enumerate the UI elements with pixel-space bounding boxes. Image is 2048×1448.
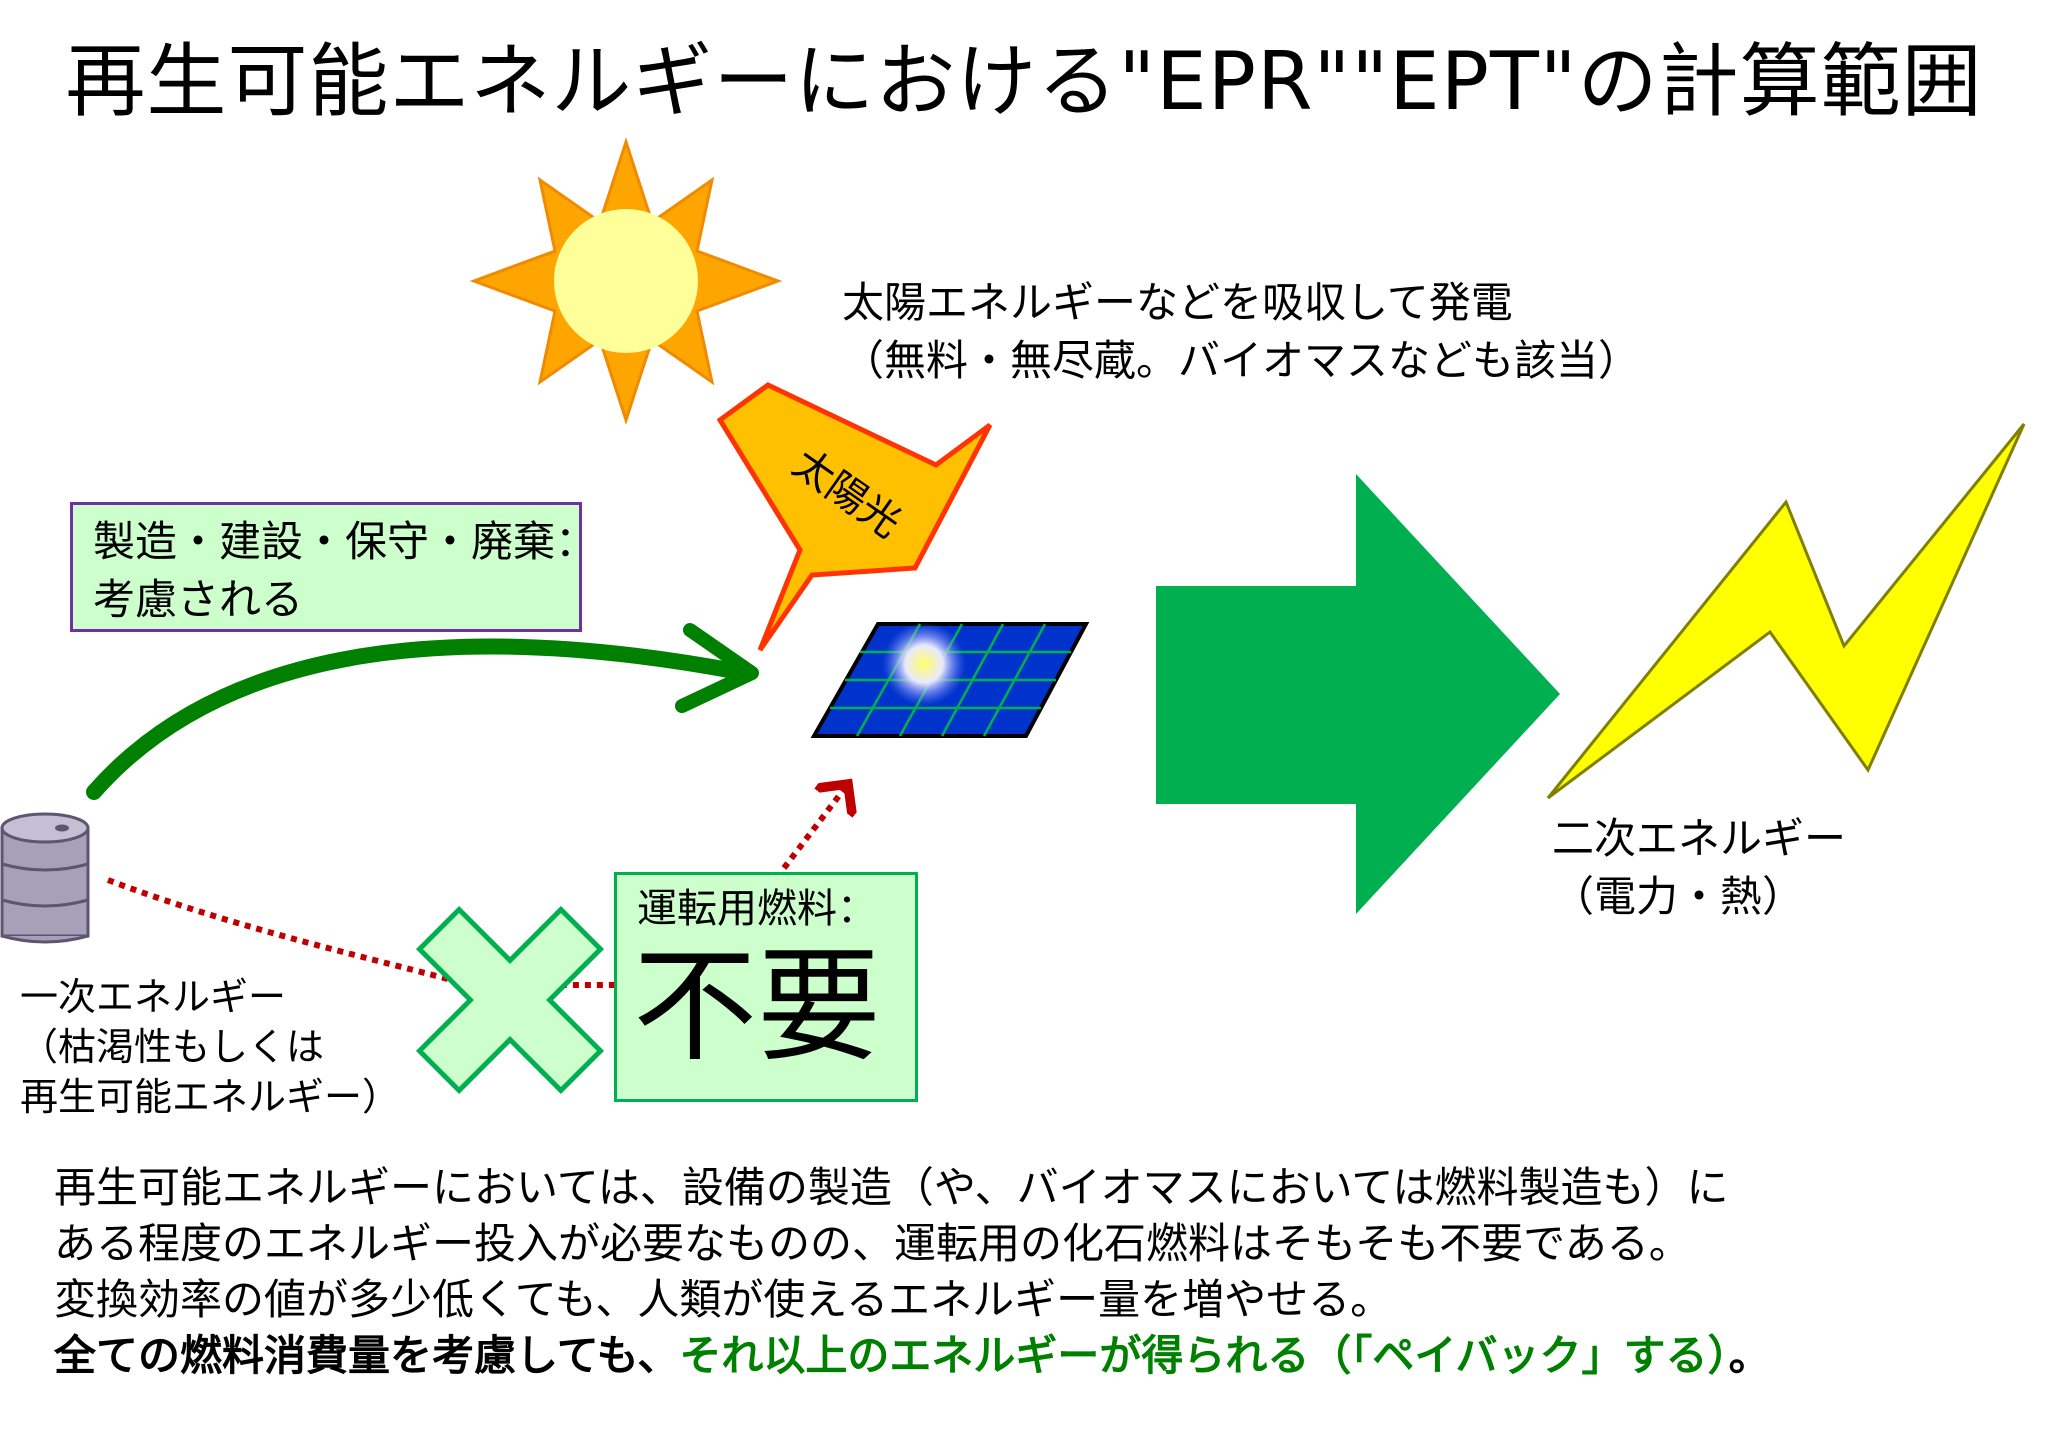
cross-icon: [415, 905, 605, 1095]
fuel-supply-line: [106, 877, 618, 988]
sunlight-callout: 太陽光: [716, 382, 993, 652]
fuel-box-value: 不要: [633, 935, 882, 1079]
primary-energy-line2: （枯渇性もしくは: [20, 1025, 325, 1069]
solar-panel-icon: [810, 622, 1090, 738]
sun-icon: [469, 137, 783, 425]
explanation-line2: ある程度のエネルギー投入が必要なものの、運転用の化石燃料はそもそも不要である。: [54, 1219, 1691, 1268]
manufacturing-box-line1: 製造・建設・保守・廃棄：: [93, 517, 598, 566]
explanation-line4-highlight: それ以上のエネルギーが得られる（「ペイバック」する）: [679, 1331, 1729, 1380]
fuel-box-label: 運転用燃料：: [637, 886, 877, 932]
solar-caption-line2: （無料・無尽蔵。バイオマスなども該当）: [842, 336, 1641, 385]
explanation-line4-end: 。: [1728, 1331, 1771, 1380]
fuel-box: 運転用燃料： 不要: [614, 872, 918, 1102]
manufacturing-input-arrow: [86, 623, 759, 800]
manufacturing-box-line2: 考慮される: [93, 575, 304, 624]
explanation-line1: 再生可能エネルギーにおいては、設備の製造（や、バイオマスにおいては燃料製造も）に: [54, 1163, 1729, 1212]
page-title: 再生可能エネルギーにおける"EPR""EPT"の計算範囲: [65, 35, 1983, 128]
manufacturing-box: 製造・建設・保守・廃棄： 考慮される: [70, 502, 598, 632]
explanation-line4: 全ての燃料消費量を考慮しても、それ以上のエネルギーが得られる（「ペイバック」する…: [54, 1328, 2014, 1384]
solar-caption-line1: 太陽エネルギーなどを吸収して発電: [842, 278, 1513, 327]
primary-energy-label: 一次エネルギー （枯渇性もしくは 再生可能エネルギー）: [20, 972, 400, 1122]
secondary-energy-line2: （電力・熱）: [1552, 872, 1805, 921]
conversion-arrow: [1156, 474, 1560, 914]
primary-energy-line3: 再生可能エネルギー）: [20, 1075, 401, 1119]
secondary-energy-line1: 二次エネルギー: [1552, 814, 1847, 863]
explanation-text: 再生可能エネルギーにおいては、設備の製造（や、バイオマスにおいては燃料製造も）に…: [54, 1160, 2014, 1384]
fuel-to-panel-arrow: [781, 784, 848, 870]
explanation-line3: 変換効率の値が多少低くても、人類が使えるエネルギー量を増やせる。: [54, 1275, 1393, 1324]
lightning-icon: [1546, 423, 2026, 800]
explanation-line4-part1: 全ての燃料消費量を考慮しても、: [54, 1331, 680, 1380]
solar-caption: 太陽エネルギーなどを吸収して発電 （無料・無尽蔵。バイオマスなども該当）: [842, 274, 1640, 390]
secondary-energy-label: 二次エネルギー （電力・熱）: [1552, 810, 1846, 926]
primary-energy-line1: 一次エネルギー: [20, 975, 287, 1019]
barrel-icon: [0, 812, 90, 944]
